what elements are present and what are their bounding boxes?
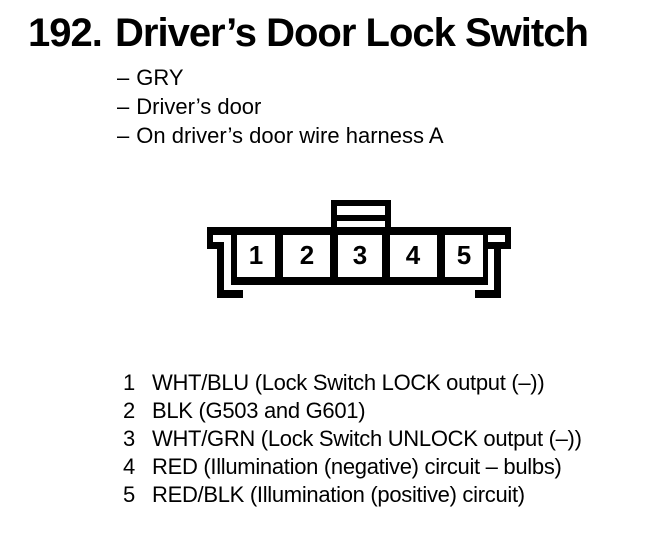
pin-description: WHT/BLU (Lock Switch LOCK output (–)): [152, 370, 545, 395]
pin-description-row: 3 WHT/GRN (Lock Switch UNLOCK output (–)…: [123, 425, 582, 453]
dash-marker: –: [117, 123, 130, 148]
pin-cavities: [237, 235, 483, 277]
note-text: On driver’s door wire harness A: [136, 123, 444, 148]
pin-number-label: 4: [123, 454, 135, 479]
pin-description-row: 5 RED/BLK (Illumination (positive) circu…: [123, 481, 582, 509]
note-text: Driver’s door: [136, 94, 262, 119]
pin-legend: 1 WHT/BLU (Lock Switch LOCK output (–)) …: [123, 369, 582, 509]
figure-number: 192.: [28, 11, 103, 55]
pin-description-row: 2 BLK (G503 and G601): [123, 397, 582, 425]
pin-description-row: 1 WHT/BLU (Lock Switch LOCK output (–)): [123, 369, 582, 397]
note-line: – On driver’s door wire harness A: [117, 121, 444, 150]
pin-description: RED/BLK (Illumination (positive) circuit…: [152, 482, 525, 507]
page-title: Driver’s Door Lock Switch: [115, 11, 589, 55]
pin-cavity-4: [390, 235, 437, 277]
connector-diagram: 1 2 3 4 5: [207, 200, 511, 298]
pin-number-label: 2: [123, 398, 135, 423]
dash-marker: –: [117, 65, 130, 90]
pin-number: 3: [353, 240, 367, 270]
note-text: GRY: [136, 65, 184, 90]
pin-cavity-2: [283, 235, 330, 277]
pin-cavity-3: [338, 235, 382, 277]
pin-number-label: 1: [123, 370, 135, 395]
pin-numbers: 1 2 3 4 5: [249, 240, 471, 270]
pin-cavity-1: [237, 235, 275, 277]
note-line: – Driver’s door: [117, 92, 444, 121]
dash-marker: –: [117, 94, 130, 119]
pin-number: 2: [300, 240, 314, 270]
note-line: – GRY: [117, 63, 444, 92]
pin-number: 4: [406, 240, 421, 270]
pin-cavity-5: [445, 235, 483, 277]
pin-number: 5: [457, 240, 471, 270]
pin-number-label: 3: [123, 426, 135, 451]
pin-number-label: 5: [123, 482, 135, 507]
connector-notes: – GRY – Driver’s door – On driver’s door…: [117, 63, 444, 150]
pin-description: RED (Illumination (negative) circuit – b…: [152, 454, 562, 479]
pin-description-row: 4 RED (Illumination (negative) circuit –…: [123, 453, 582, 481]
pin-number: 1: [249, 240, 263, 270]
pin-description: BLK (G503 and G601): [152, 398, 366, 423]
pin-description: WHT/GRN (Lock Switch UNLOCK output (–)): [152, 426, 582, 451]
